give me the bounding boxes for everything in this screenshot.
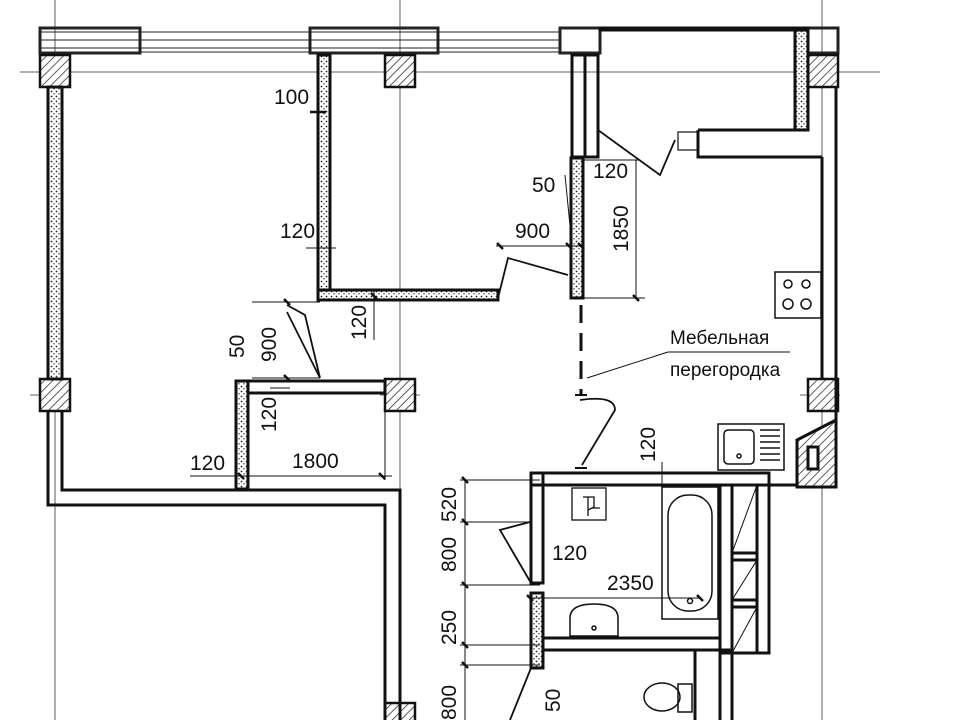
stove-icon (774, 271, 822, 319)
dimension-lines (190, 60, 790, 720)
dim-120-bath-door: 120 (552, 542, 587, 565)
columns (38, 53, 840, 720)
toilet-icon (643, 682, 693, 713)
furniture-partition-note: Мебельная перегородка (670, 328, 781, 381)
bathtub-icon (661, 486, 719, 620)
note-line-1: Мебельная (670, 328, 769, 349)
kitchen-sink-icon (717, 423, 785, 471)
dim-50-left: 50 (226, 335, 249, 358)
dim-2350: 2350 (607, 572, 654, 595)
dim-800-a: 800 (438, 537, 461, 572)
washbasin-icon (569, 603, 619, 637)
dim-800-b: 800 (438, 685, 461, 720)
furniture-partition (575, 305, 587, 469)
walls (46, 26, 838, 720)
dim-120-bedroom: 120 (280, 220, 315, 243)
dim-120-left-wall: 120 (258, 397, 281, 432)
dim-900-door: 900 (515, 220, 550, 243)
dim-520: 520 (438, 487, 461, 522)
dim-100: 100 (274, 86, 309, 109)
dim-1800: 1800 (292, 450, 339, 473)
dim-50-corridor: 50 (532, 174, 555, 197)
dimension-labels: 100 120 50 120 900 1850 120 50 900 120 1… (190, 86, 660, 720)
floor-drain-icon (571, 487, 607, 521)
doors (286, 129, 699, 720)
dim-120-bottom-left: 120 (190, 452, 225, 475)
dim-120-corridor: 120 (593, 160, 628, 183)
dim-120-under-door: 120 (348, 305, 371, 340)
dim-50-bottom: 50 (542, 689, 565, 712)
dim-120-bath-top: 120 (637, 427, 660, 462)
dim-1850: 1850 (610, 205, 633, 252)
window-band-top (38, 26, 840, 55)
dim-250: 250 (438, 610, 461, 645)
note-line-2: перегородка (670, 360, 781, 381)
dim-900-left: 900 (258, 327, 281, 362)
